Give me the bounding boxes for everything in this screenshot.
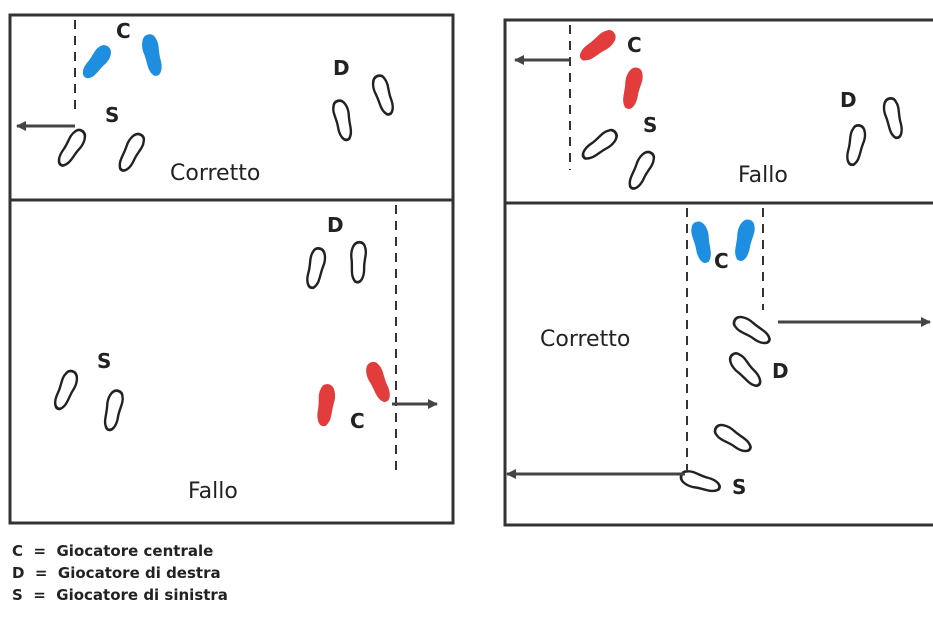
legend-letter: S <box>12 586 23 604</box>
center-player-letter: C <box>627 33 642 57</box>
right-player-letter: D <box>333 56 350 80</box>
legend-row-right: D = Giocatore di destra <box>12 564 221 582</box>
legend-text: Giocatore centrale <box>56 542 214 560</box>
center-player-foot-right <box>618 65 645 111</box>
panel-caption: Corretto <box>170 161 260 186</box>
right-player-letter: D <box>840 88 857 112</box>
left-player-foot-left <box>578 125 622 165</box>
center-player-letter: C <box>116 19 131 43</box>
legend-text: Giocatore di sinistra <box>56 586 228 604</box>
left-player-foot-left <box>711 420 756 456</box>
legend-row-center: C = Giocatore centrale <box>12 542 214 560</box>
right-player-foot-left <box>730 312 775 348</box>
legend: C = Giocatore centrale D = Giocatore di … <box>12 540 228 606</box>
legend-row-left: S = Giocatore di sinistra <box>12 586 228 604</box>
right-player-foot-right <box>725 349 765 392</box>
right-player-letter: D <box>772 359 789 383</box>
panel-top-right: C S D Fallo <box>514 25 905 193</box>
left-player-foot-right <box>99 387 127 433</box>
panel-caption: Fallo <box>738 163 788 188</box>
right-court <box>503 18 933 527</box>
right-player-foot-right <box>880 95 905 141</box>
center-player-letter: C <box>350 409 365 433</box>
legend-text: Giocatore di destra <box>57 564 221 582</box>
left-player-foot-right <box>113 129 149 175</box>
left-player-foot-left <box>51 367 82 413</box>
right-player-foot-right <box>369 72 397 118</box>
left-court-frame <box>8 13 455 525</box>
right-player-foot-left <box>304 245 329 291</box>
panel-caption: Corretto <box>540 327 630 352</box>
panel-top-left: C D S Corretto <box>16 19 397 186</box>
center-player-foot-left <box>79 42 115 83</box>
right-player-foot-left <box>844 122 869 168</box>
left-player-foot-right <box>623 147 659 193</box>
panel-bottom-right: C Corretto D S <box>506 208 931 499</box>
center-player-foot-right <box>730 217 757 263</box>
center-player-foot-left <box>576 26 619 66</box>
center-player-foot-left <box>316 383 337 427</box>
left-player-letter: S <box>643 113 657 137</box>
panel-bottom-left: D S C Fallo <box>51 205 438 504</box>
center-player-foot-right <box>140 33 164 78</box>
center-player-letter: C <box>714 249 729 273</box>
right-court-frame <box>503 18 933 527</box>
left-player-letter: S <box>105 103 119 127</box>
legend-letter: D <box>12 564 25 582</box>
right-player-letter: D <box>327 213 344 237</box>
left-player-letter: S <box>97 349 111 373</box>
left-player-foot-right <box>677 467 723 498</box>
right-player-foot-left <box>329 97 357 143</box>
panel-caption: Fallo <box>188 479 238 504</box>
legend-letter: C <box>12 542 24 560</box>
center-player-foot-right <box>363 359 393 405</box>
right-player-foot-right <box>347 240 369 285</box>
left-court <box>8 13 455 525</box>
left-player-letter: S <box>732 475 746 499</box>
left-player-foot-left <box>54 126 90 171</box>
center-player-foot-left <box>689 219 716 265</box>
